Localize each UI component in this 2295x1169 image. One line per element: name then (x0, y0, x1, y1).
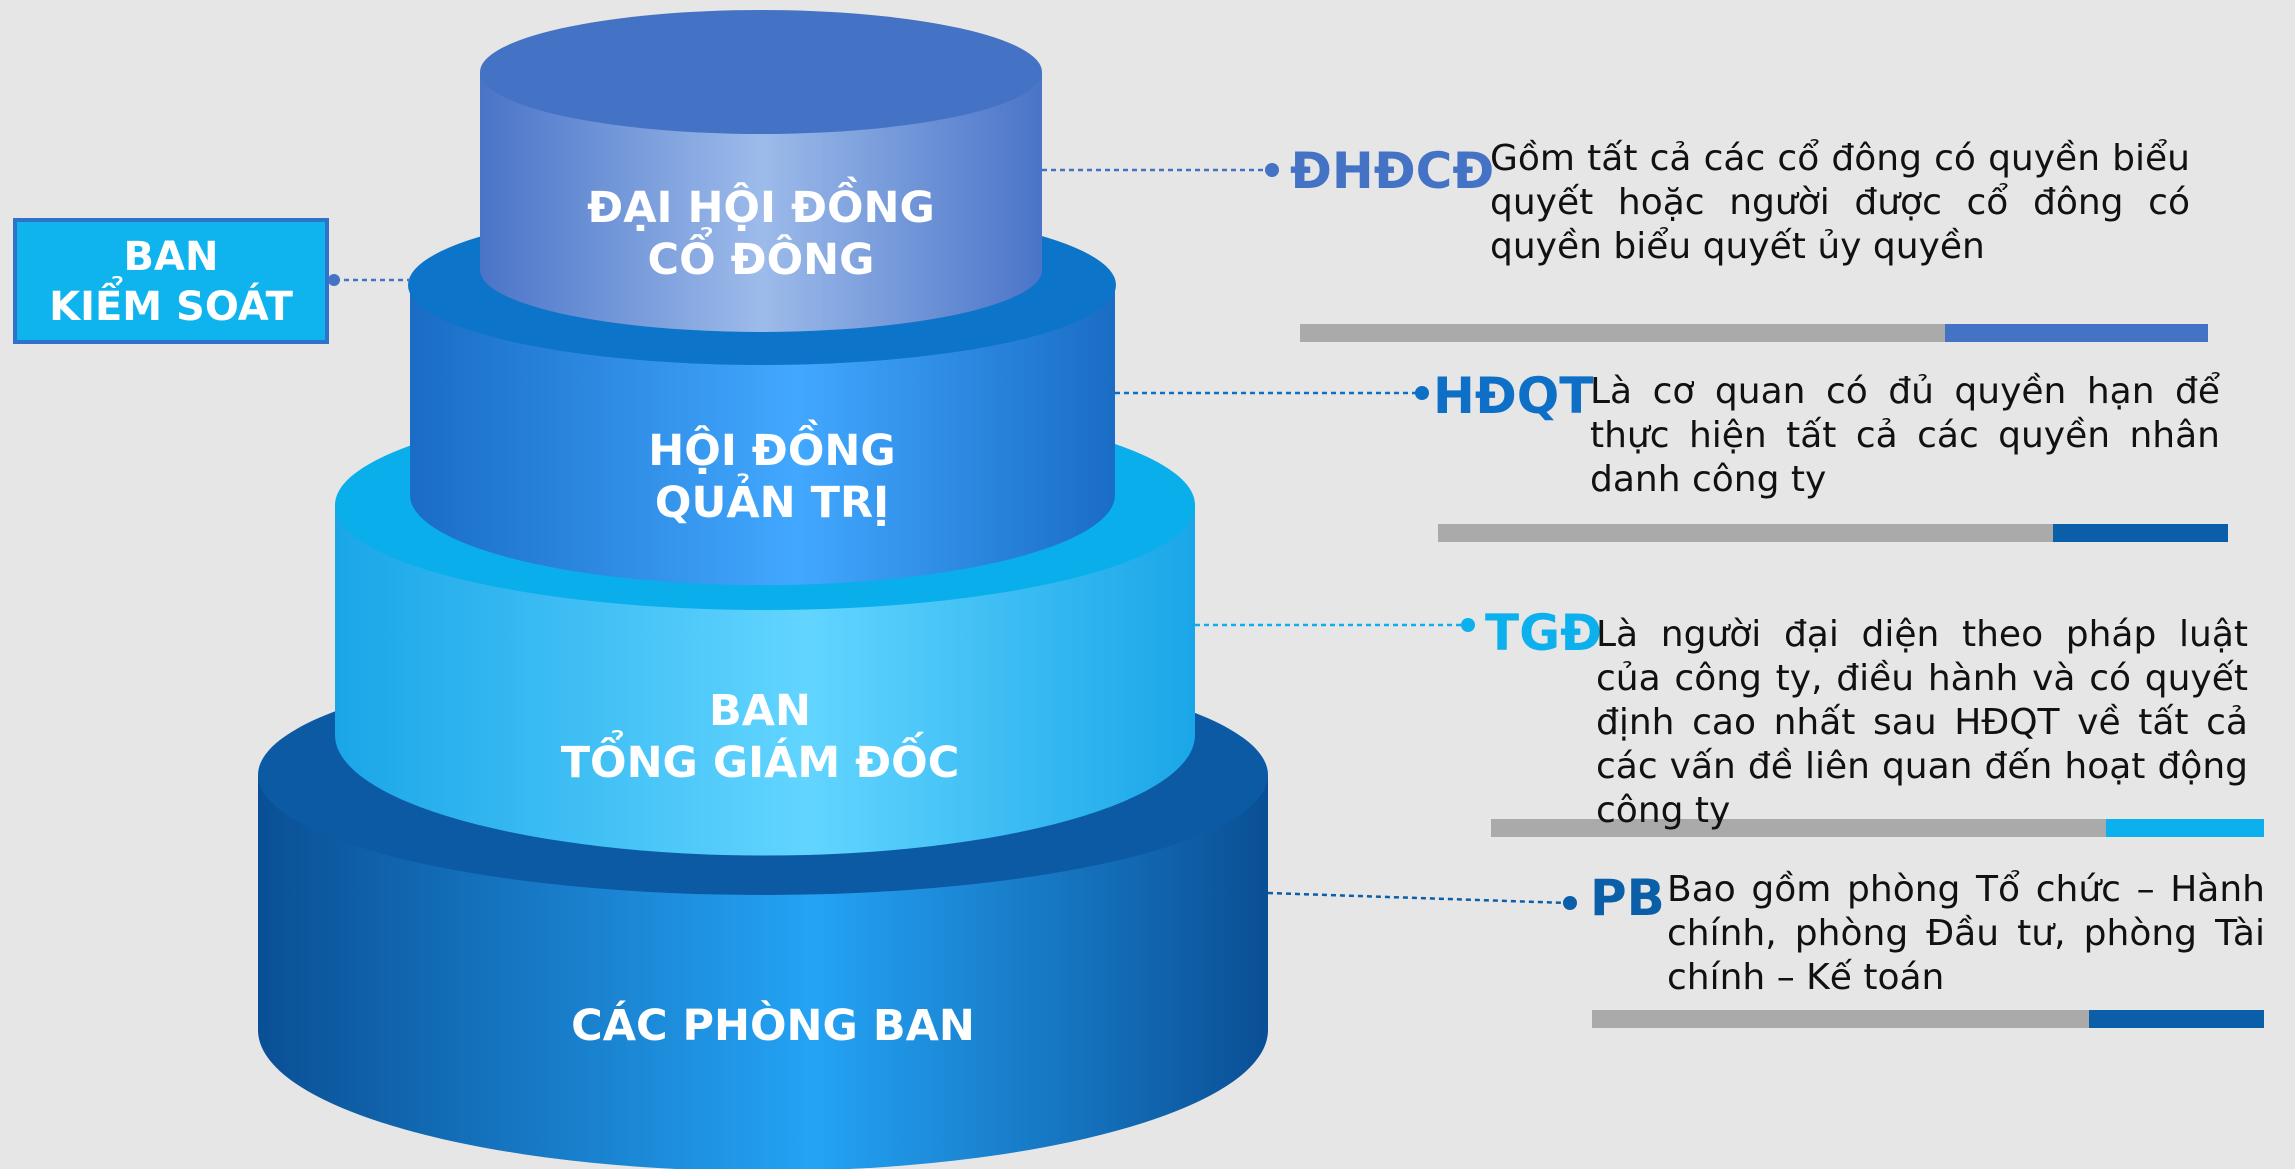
ban-kiem-soat-box: BAN KIỂM SOÁT (13, 218, 329, 344)
tier-label-pb: CÁC PHÒNG BAN (571, 1001, 975, 1051)
tier-label-tgd: BAN TỔNG GIÁM ĐỐC (560, 686, 960, 788)
desc-hdqt: Là cơ quan có đủ quyền hạn để thực hiện … (1590, 371, 2220, 500)
desc-dhdcd: Gồm tất cả các cổ đông có quyền biểu quy… (1490, 138, 2190, 267)
abbr-tgd: TGĐ (1485, 604, 1603, 662)
connector-dots (1265, 163, 1577, 910)
tier-label-dhdcd: ĐẠI HỘI ĐỒNG CỔ ĐÔNG (587, 183, 935, 285)
abbr-pb: PB (1590, 869, 1665, 927)
ban-kiem-soat-line1: BAN (123, 234, 219, 280)
ban-kiem-soat-line2: KIỂM SOÁT (49, 284, 293, 330)
accent-bars (1300, 324, 2264, 1028)
desc-tgd: Là người đại diện theo pháp luật của côn… (1596, 614, 2248, 831)
connectors (335, 168, 1569, 905)
desc-pb: Bao gồm phòng Tổ chức – Hành chính, phòn… (1667, 869, 2265, 998)
tier-dhdcd-cylinder (480, 10, 1042, 332)
abbr-dhdcd: ĐHĐCĐ (1290, 142, 1495, 200)
connector-pb (1267, 891, 1569, 905)
tier-label-hdqt: HỘI ĐỒNG QUẢN TRỊ (648, 426, 896, 528)
ban-kiem-soat-dot (328, 274, 340, 286)
abbr-hdqt: HĐQT (1433, 367, 1594, 425)
